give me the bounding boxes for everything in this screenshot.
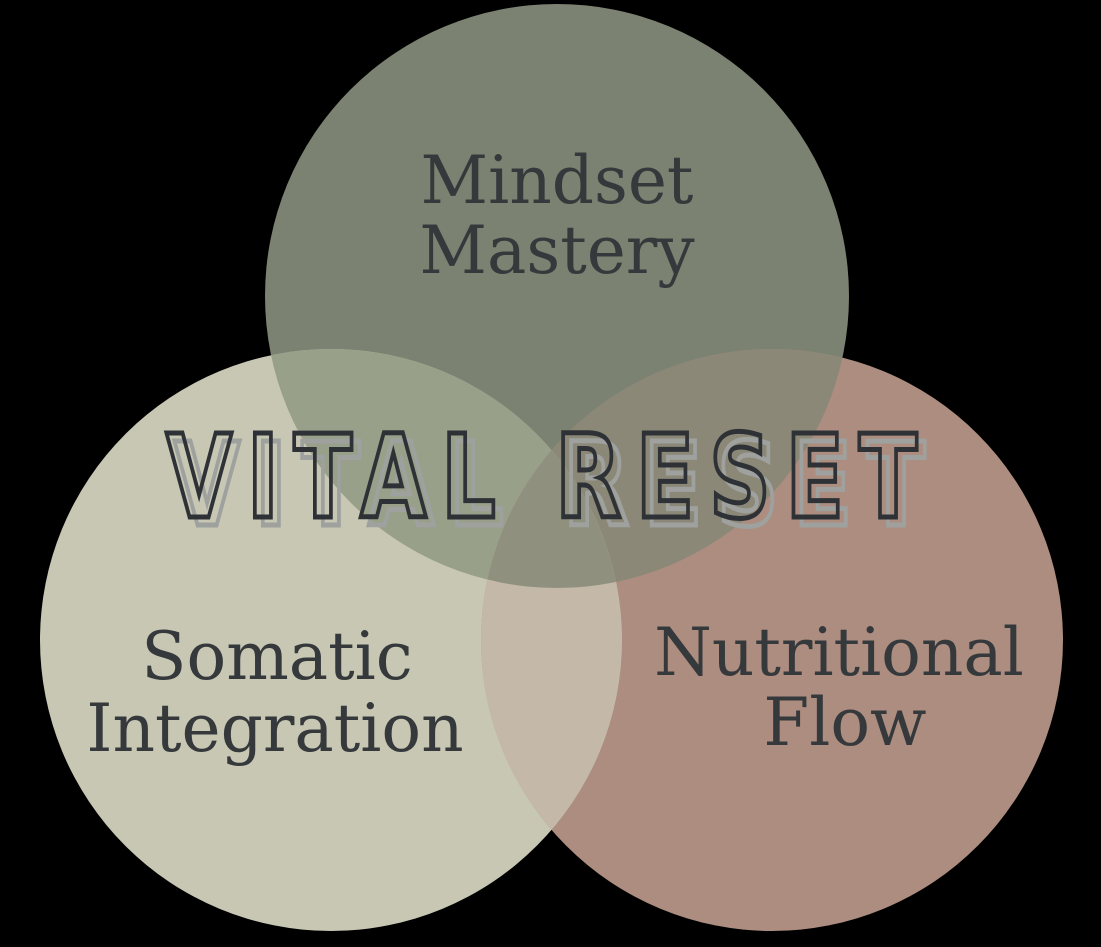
nutritional-label-line2: Flow [763, 684, 926, 761]
mindset-label-line2: Mastery [419, 212, 695, 289]
mindset-label-line1: Mindset [421, 142, 694, 219]
somatic-label-line2: Integration [86, 690, 463, 767]
overlap-mindset-nutritional [481, 349, 849, 588]
somatic-label-line1: Somatic [141, 618, 412, 695]
title-shadow: VITAL RESET [174, 419, 940, 553]
title-text: VITAL RESET [166, 411, 932, 545]
overlap-mindset-somatic [265, 349, 622, 588]
nutritional-label-line1: Nutritional [654, 614, 1024, 691]
